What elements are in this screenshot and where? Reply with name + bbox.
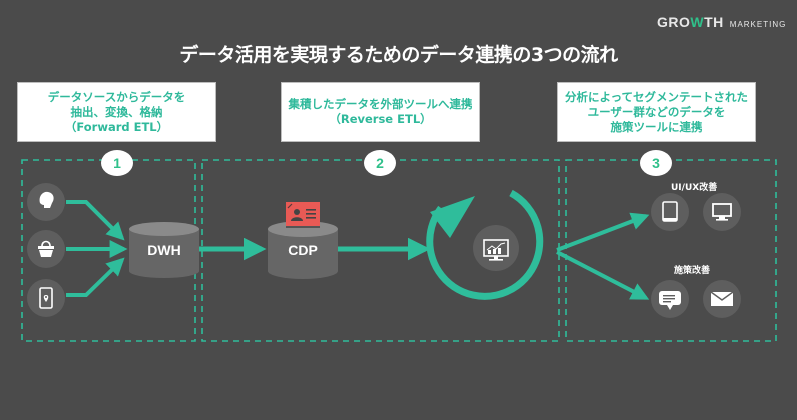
step-3-line-1: 分析によってセグメンテートされた bbox=[564, 89, 749, 104]
step-1-line-1: データソースからデータを bbox=[47, 89, 186, 104]
output-mail bbox=[703, 280, 741, 318]
step-3-badge: 3 bbox=[640, 150, 672, 176]
step-1-line-3: （Forward ETL） bbox=[64, 119, 169, 134]
id-card-icon bbox=[286, 202, 320, 228]
smartphone-location-icon bbox=[39, 287, 53, 309]
source-person bbox=[27, 183, 65, 221]
logo-main: GROWTH bbox=[657, 14, 724, 30]
step-1-description: データソースからデータを 抽出、変換、格納 （Forward ETL） bbox=[17, 82, 216, 142]
step-1-badge: 1 bbox=[101, 150, 133, 176]
person-icon bbox=[39, 191, 54, 208]
monitor-icon bbox=[712, 203, 732, 221]
step-3-line-2: ユーザー群などのデータを bbox=[587, 104, 726, 119]
page-title: データ活用を実現するためのデータ連携の3つの流れ bbox=[179, 44, 618, 66]
uiux-label: UI/UX改善 bbox=[671, 183, 718, 193]
chat-bubble-icon bbox=[659, 291, 681, 310]
tablet-icon bbox=[662, 201, 678, 222]
arrow-to-uiux bbox=[556, 212, 650, 252]
cycle-arrow bbox=[426, 189, 544, 300]
output-chat bbox=[651, 280, 689, 318]
arrow-person-to-dwh bbox=[66, 200, 125, 241]
step-2-line-2: （Reverse ETL） bbox=[329, 112, 432, 126]
step-3-description: 分析によってセグメンテートされた ユーザー群などのデータを 施策ツールに連携 bbox=[557, 82, 756, 142]
cdp-cylinder bbox=[268, 221, 338, 279]
output-monitor bbox=[703, 193, 741, 231]
arrow-phone-to-dwh bbox=[66, 257, 125, 297]
brand-logo: GROWTH MARKETING bbox=[657, 14, 786, 30]
source-shopping bbox=[27, 230, 65, 268]
step-2-badge: 2 bbox=[364, 150, 396, 176]
source-smartphone bbox=[27, 279, 65, 317]
dwh-label: DWH bbox=[147, 242, 181, 258]
section-1-frame bbox=[21, 159, 196, 342]
cdp-label: CDP bbox=[288, 242, 318, 258]
step-3-line-3: 施策ツールに連携 bbox=[610, 119, 703, 134]
analytics-monitor-icon bbox=[483, 239, 509, 261]
step-1-line-2: 抽出、変換、格納 bbox=[70, 104, 163, 119]
dwh-cylinder bbox=[129, 222, 199, 278]
logo-sub: MARKETING bbox=[729, 20, 787, 29]
output-tablet bbox=[651, 193, 689, 231]
step-2-line-1: 集積したデータを外部ツールへ連携 bbox=[288, 97, 473, 111]
campaign-label: 施策改善 bbox=[674, 266, 711, 276]
shopping-bag-icon bbox=[38, 240, 54, 257]
step-2-description: 集積したデータを外部ツールへ連携 （Reverse ETL） bbox=[281, 82, 480, 142]
mail-icon bbox=[710, 291, 734, 306]
analytics-node bbox=[473, 225, 519, 271]
arrow-to-campaign bbox=[556, 250, 650, 300]
